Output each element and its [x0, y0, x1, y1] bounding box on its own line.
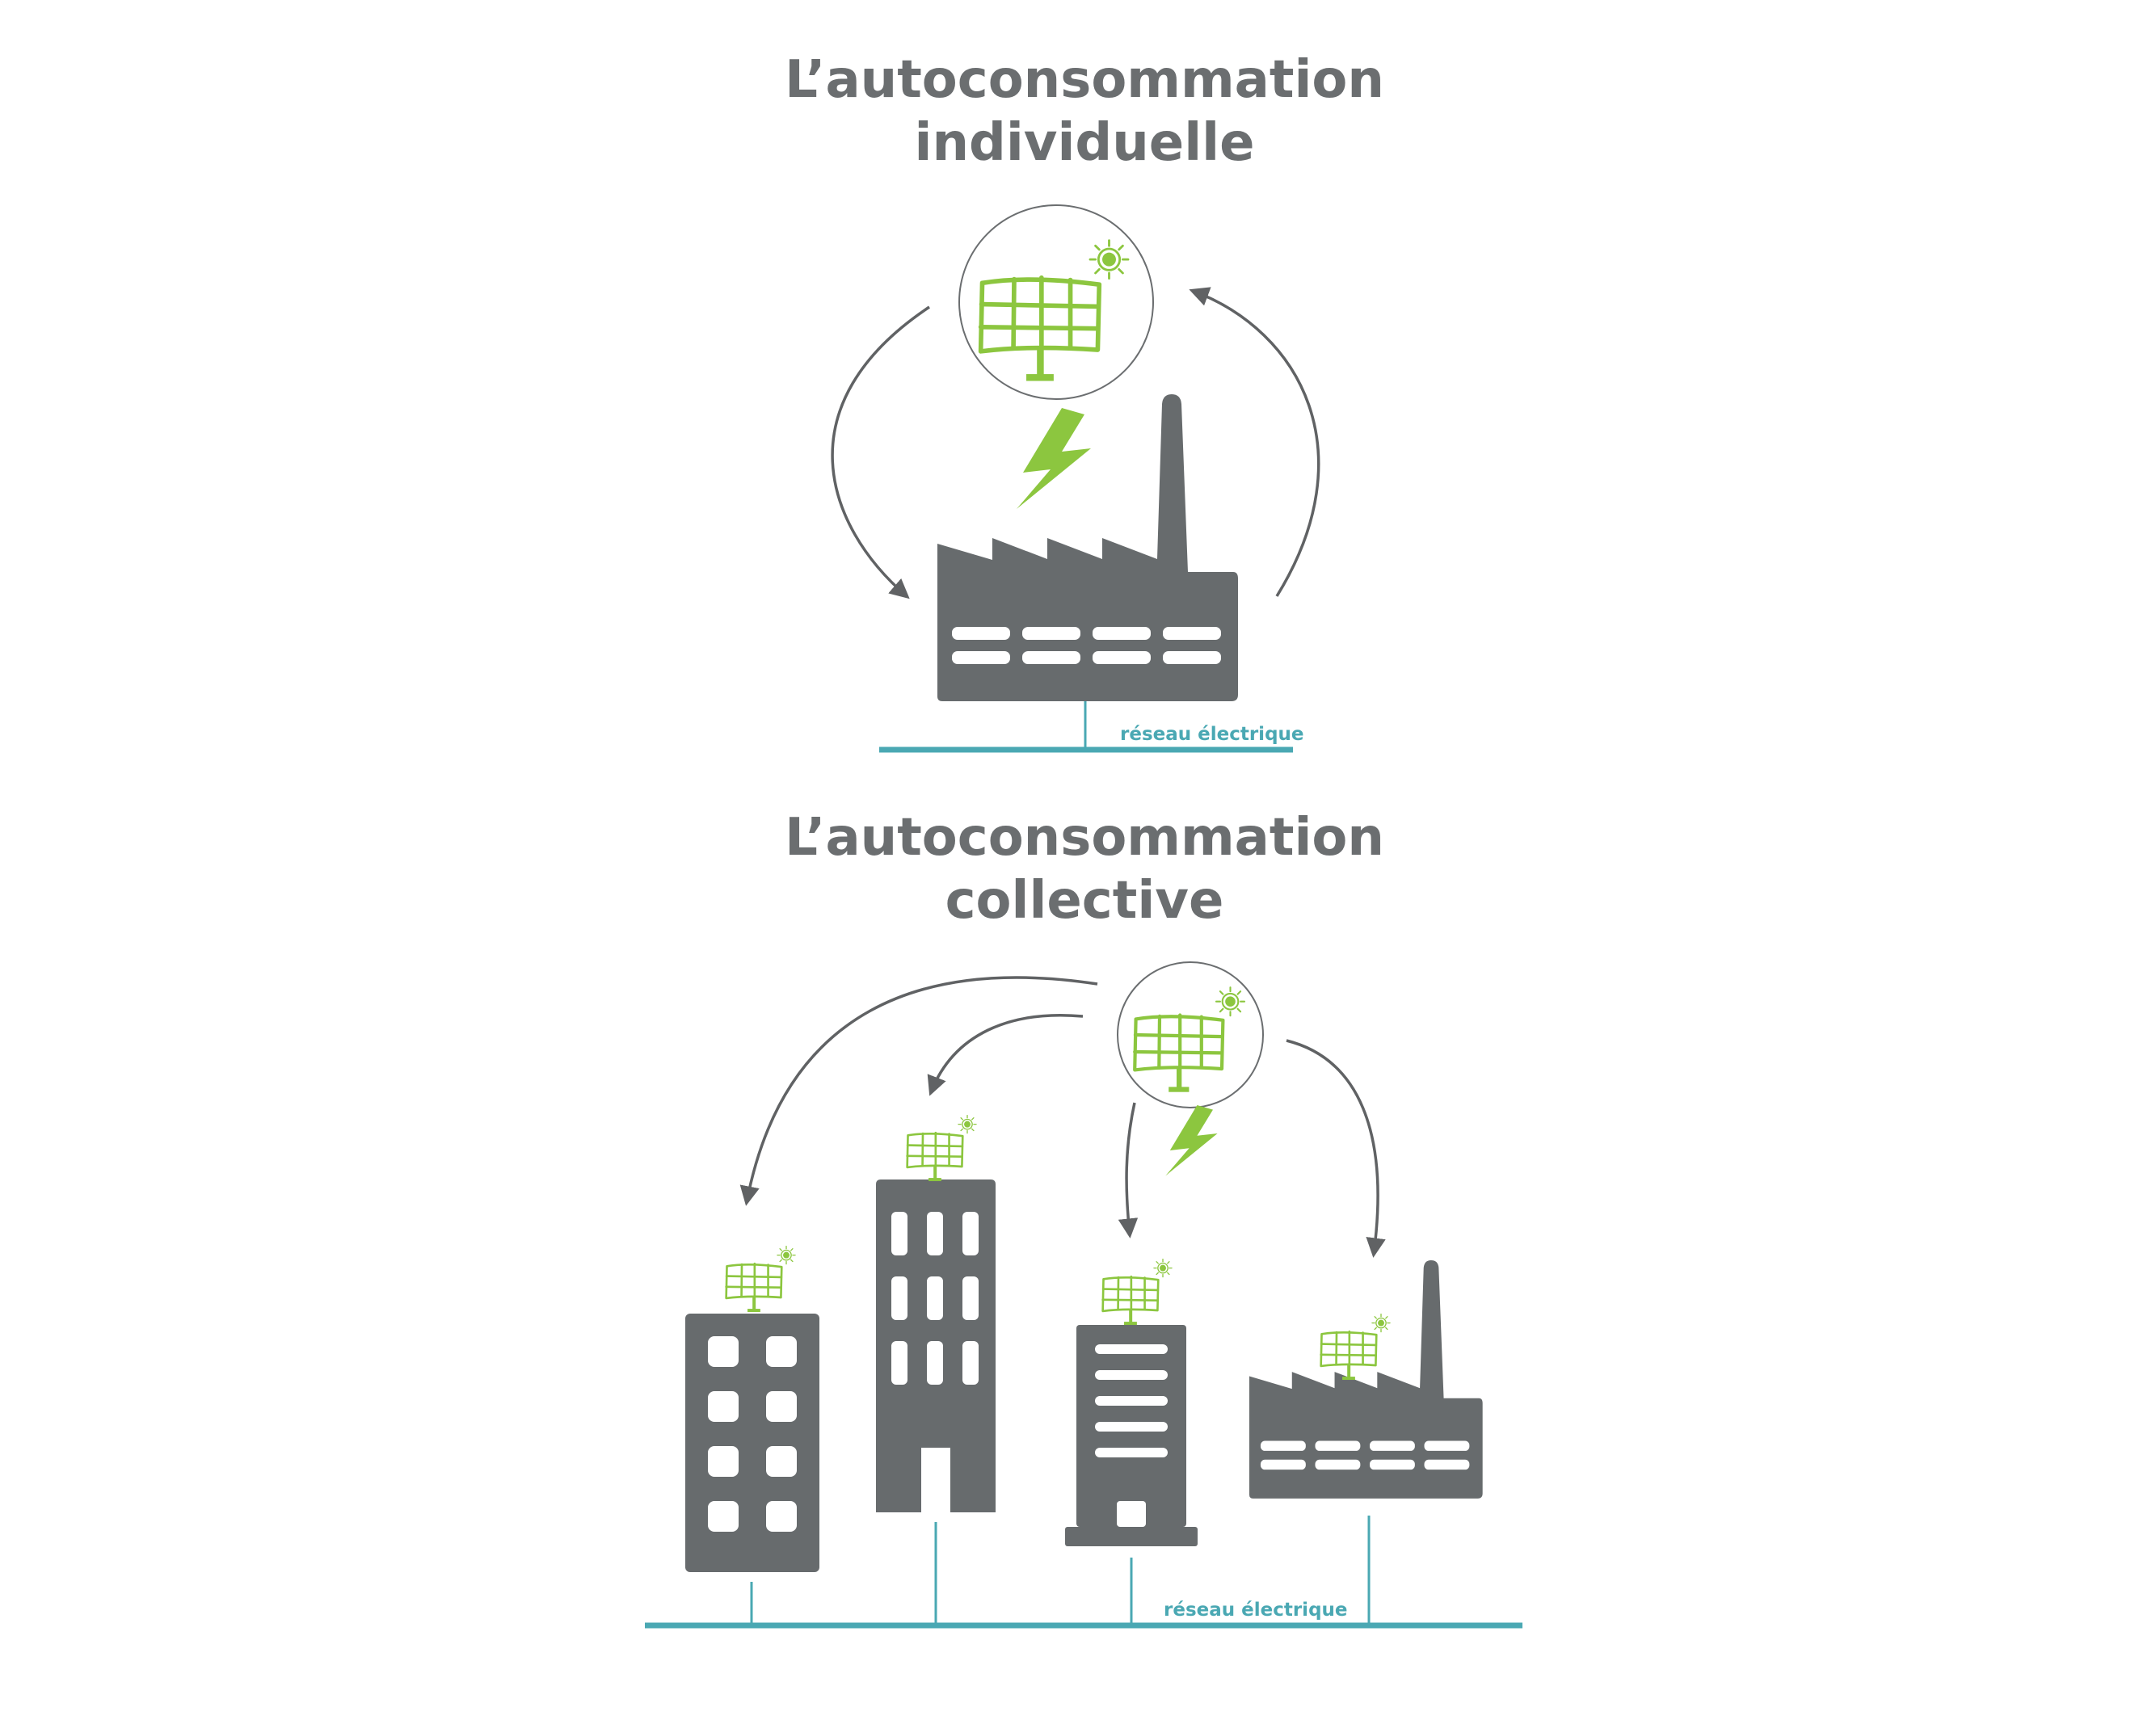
factory-icon: [937, 394, 1238, 701]
solar-panel-icon: [1320, 1313, 1392, 1381]
solar-panel-icon: [906, 1114, 978, 1183]
lightning-icon: [1165, 1105, 1218, 1176]
solar-panel-icon: [725, 1245, 797, 1314]
collective-title-line2: collective: [945, 871, 1224, 931]
arrow-to-factory: [1286, 1039, 1386, 1258]
arrow-to-building-1: [739, 976, 1098, 1206]
individual-grid: réseau électrique: [879, 701, 1304, 753]
collective-section: L’autoconsommation collective: [645, 808, 1522, 1629]
building-icon: [685, 1245, 819, 1572]
collective-grid: réseau électrique: [645, 1516, 1522, 1629]
collective-title-line1: L’autoconsommation: [785, 808, 1384, 868]
solar-panel-icon: [1101, 1258, 1173, 1327]
arrow-to-building-2: [927, 1014, 1084, 1096]
factory-icon: [1249, 1260, 1483, 1499]
arrow-solar-to-factory: [831, 305, 930, 599]
collective-grid-label: réseau électrique: [1164, 1600, 1348, 1621]
arrow-factory-to-solar: [1189, 287, 1320, 597]
individual-solar-circle: [958, 204, 1154, 400]
building-icon: [1065, 1258, 1198, 1546]
individual-section: L’autoconsommation individuelle réseau é…: [785, 50, 1384, 753]
arrow-to-building-3: [1118, 1102, 1139, 1238]
collective-solar-circle: [1117, 961, 1264, 1108]
building-icon: [876, 1114, 996, 1512]
individual-title-line2: individuelle: [915, 113, 1255, 173]
individual-title-line1: L’autoconsommation: [785, 50, 1384, 110]
individual-grid-label: réseau électrique: [1120, 724, 1304, 745]
lightning-icon: [1017, 408, 1091, 509]
